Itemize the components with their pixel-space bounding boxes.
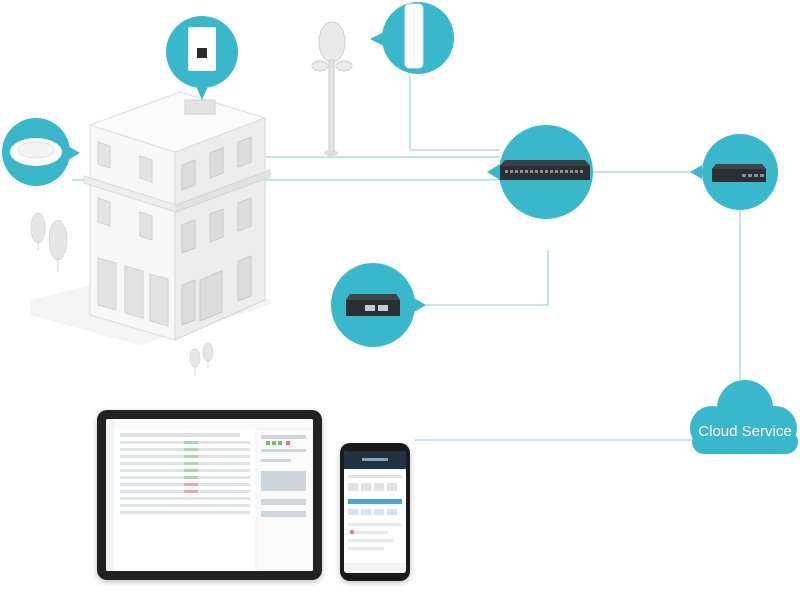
tablet-dashboard [106, 419, 313, 571]
street-lamp-icon [311, 21, 353, 156]
tablet-screen [106, 419, 313, 571]
phone-screen [344, 451, 406, 573]
cloud-icon [690, 380, 798, 454]
switch-icon [487, 125, 593, 219]
tree-icon [30, 212, 214, 376]
controller-icon [331, 263, 426, 347]
outdoor-access-point-icon [370, 2, 454, 74]
wall-access-point-icon [166, 16, 238, 100]
router-icon [690, 134, 778, 210]
line-switch-controller [415, 250, 549, 306]
building-icon [30, 91, 271, 345]
tablet-icon [97, 410, 322, 580]
ceiling-access-point-icon [2, 118, 80, 186]
cloud-service-label: Cloud Service [698, 423, 792, 440]
phone-app [344, 451, 406, 573]
line-outdoor-ap [409, 75, 500, 151]
phone-icon [340, 443, 410, 581]
